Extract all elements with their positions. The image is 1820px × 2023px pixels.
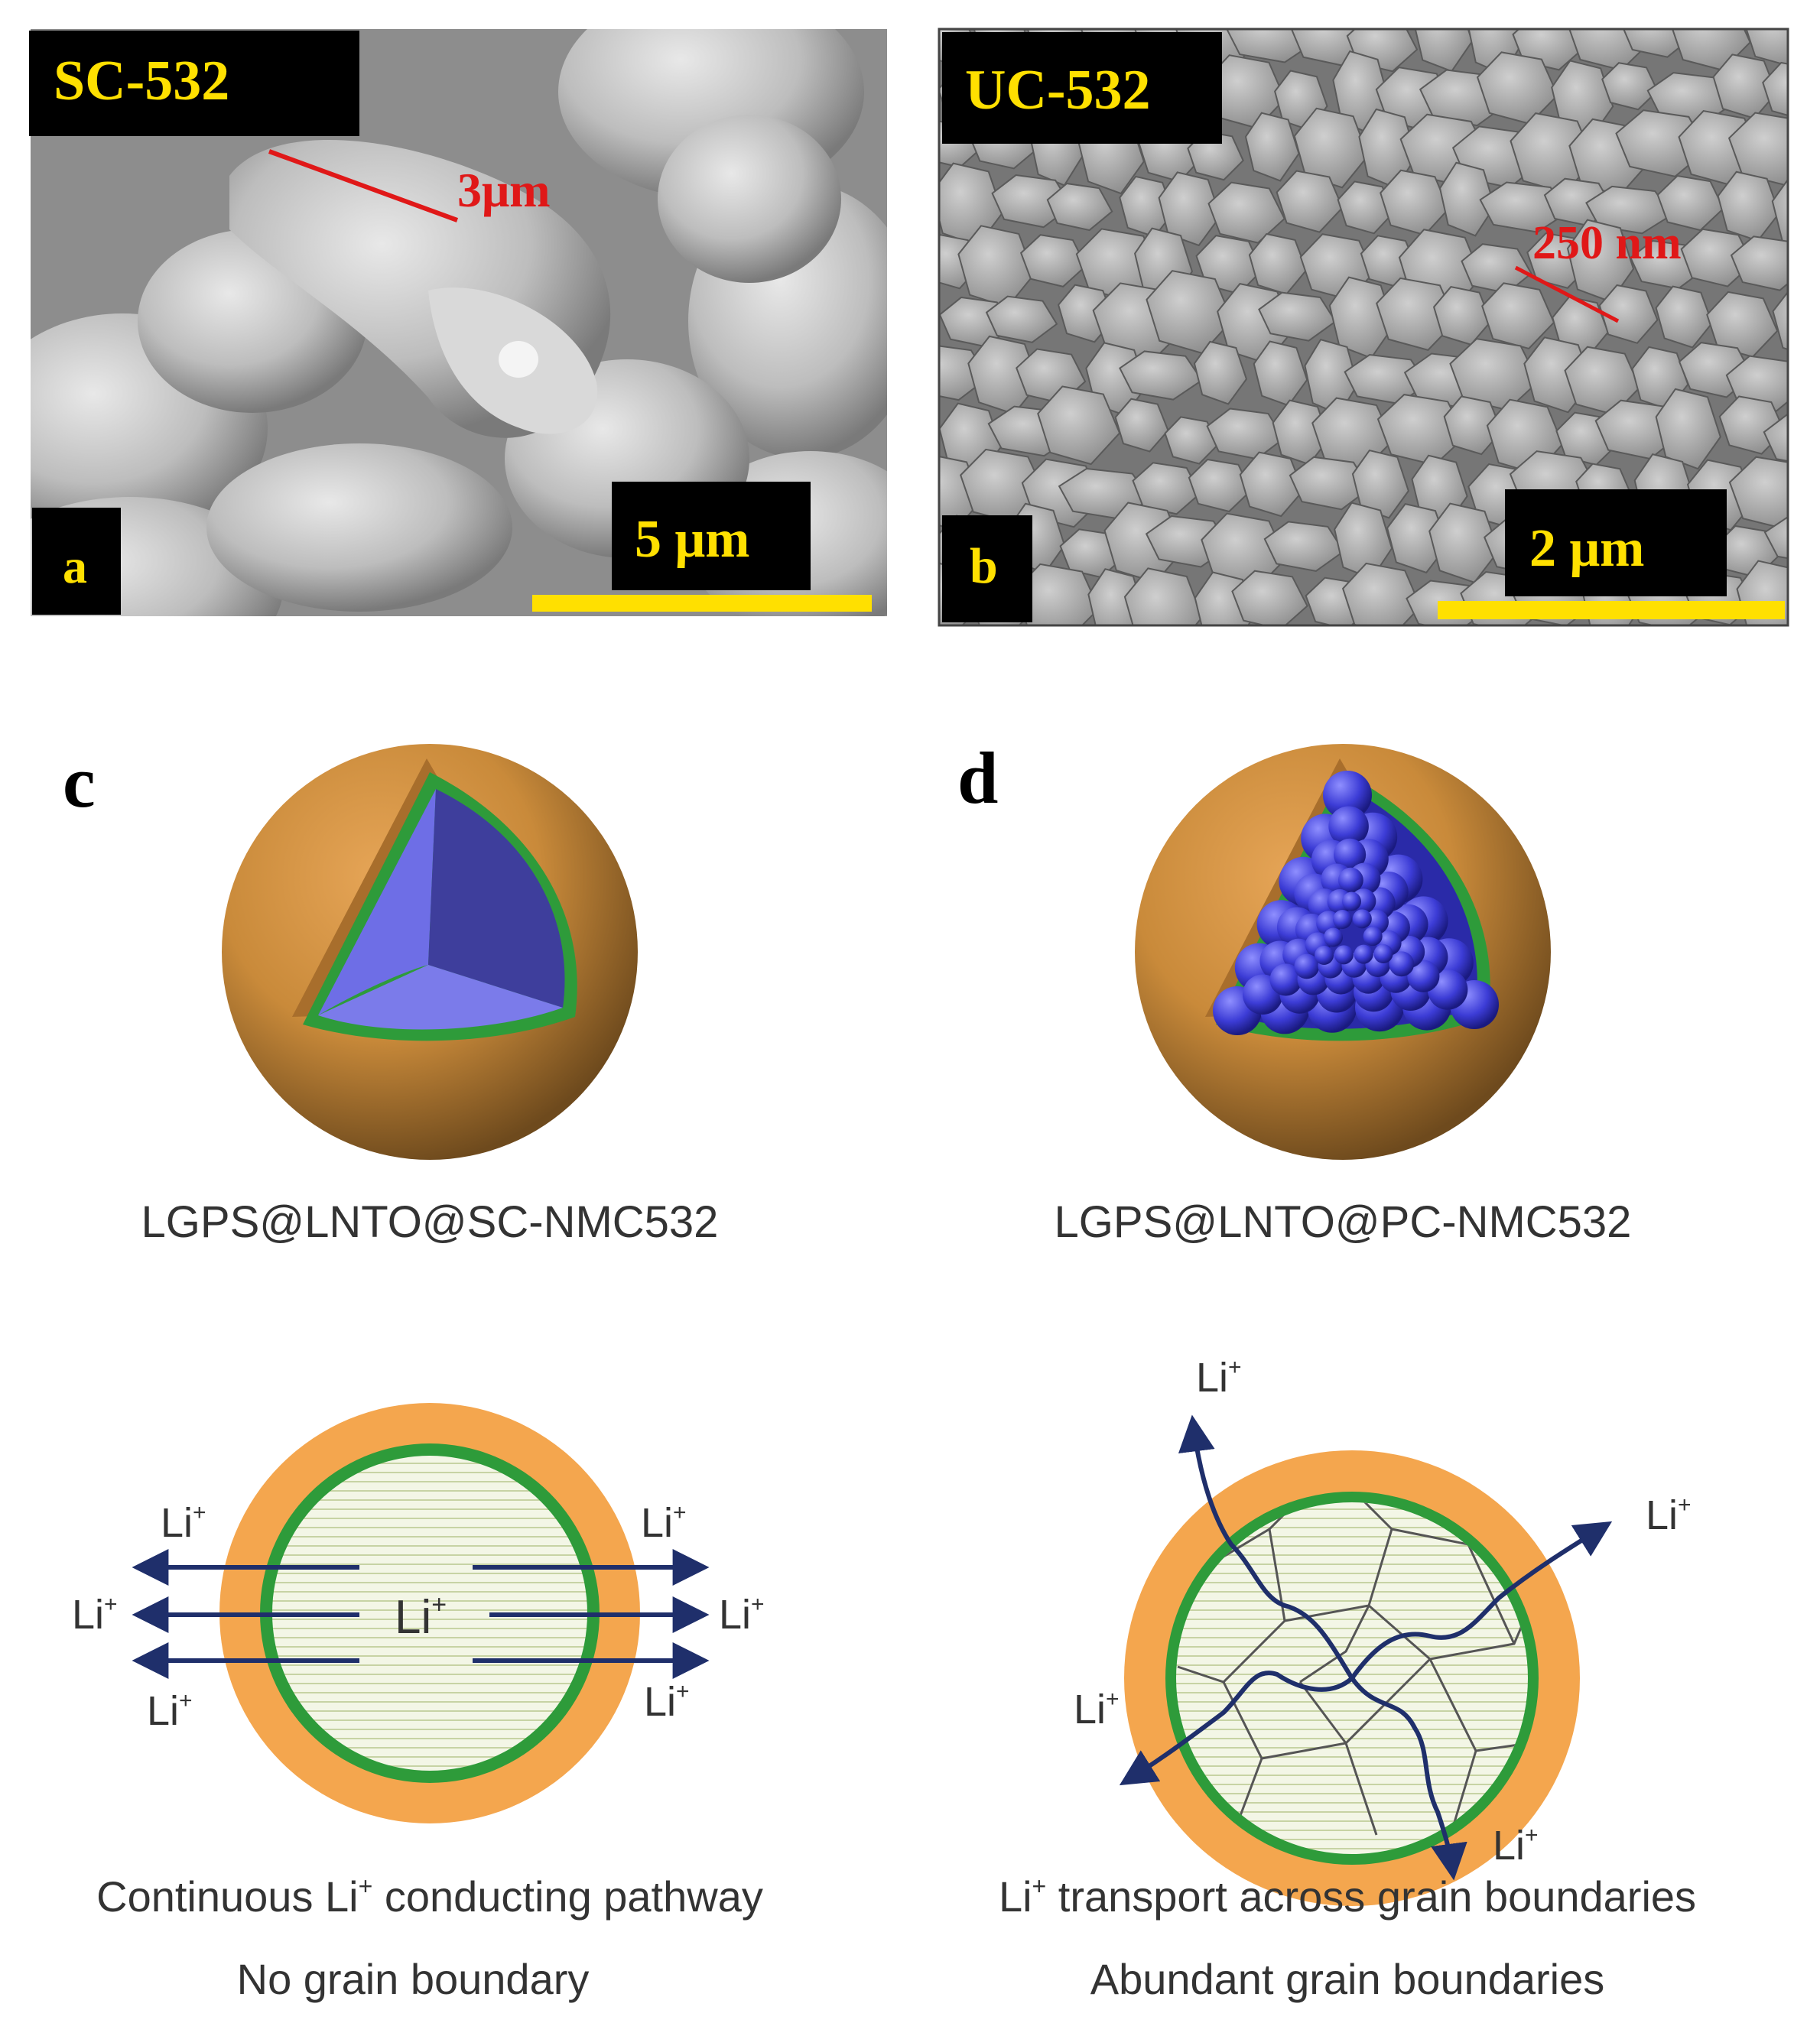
panel-d-cutaway-particle [1135, 744, 1551, 1160]
panel-a-sample-label: SC-532 [54, 50, 229, 112]
panel-c-section-core [272, 1456, 587, 1771]
panel-d-grain-bead [1315, 946, 1334, 965]
panel-b-scale-bar [1438, 601, 1785, 619]
panel-d-path-up-left [1178, 1414, 1354, 1680]
panel-b-grain [1231, 570, 1308, 625]
panel-b-grain [1730, 235, 1788, 291]
panel-b-grain [1772, 291, 1788, 351]
panel-d-letter: d [957, 737, 998, 819]
panel-c-letter: c [63, 741, 96, 823]
panel-d-grain-bead [1269, 963, 1302, 996]
panel-a-sem-image: SC-532 3μm a 5 μm [29, 29, 887, 616]
panel-c-li-label: Li+ [719, 1592, 765, 1638]
panel-d-grain-bead [1334, 838, 1367, 871]
panel-a-feature-label: 3μm [457, 163, 551, 217]
panel-d-grain-bead [1342, 891, 1361, 911]
panel-b-sample-label: UC-532 [965, 59, 1151, 122]
panel-d-grain-bead [1324, 927, 1343, 947]
panel-b-grain [1763, 413, 1788, 463]
panel-c-li-label: Li+ [147, 1688, 193, 1734]
panel-b-feature-label: 250 nm [1532, 217, 1682, 269]
panel-b-grain [1253, 340, 1308, 407]
panel-d-grain-bead [1352, 909, 1372, 929]
panel-d-li-label: Li+ [1074, 1687, 1120, 1732]
panel-d-cross-section: Li+ Li+ Li+ Li+ [1074, 1355, 1692, 1906]
panel-d-grain-bead [1333, 910, 1352, 929]
panel-c-particle-caption: LGPS@LNTO@SC-NMC532 [141, 1197, 719, 1247]
panel-c-caption-line1: Continuous Li+ conducting pathway [96, 1872, 763, 1921]
panel-b-grain [1728, 456, 1788, 531]
panel-d-li-label: Li+ [1646, 1492, 1692, 1538]
panel-d-grain-bead [1354, 944, 1373, 964]
panel-c-cross-section: Li+ Li+ Li+ Li+ Li+ Li+ Li+ [72, 1403, 765, 1823]
panel-d-li-label: Li+ [1196, 1355, 1242, 1401]
panel-b-grain [985, 295, 1058, 343]
panel-b-grain [1207, 181, 1285, 244]
panel-d-particle-caption: LGPS@LNTO@PC-NMC532 [1055, 1197, 1632, 1247]
panel-d-grain-bead [1373, 944, 1393, 963]
panel-c-li-label: Li+ [161, 1500, 206, 1546]
panel-b-scale-bar-label: 2 μm [1529, 519, 1645, 578]
panel-d-grain-bead [1407, 960, 1440, 992]
panel-a-scale-bar [532, 595, 872, 612]
panel-d-caption-line1: Li+ transport across grain boundaries [999, 1872, 1696, 1921]
panel-d-grain-bead [1294, 953, 1320, 979]
panel-a-scale-bar-label: 5 μm [635, 510, 750, 569]
panel-b-grain [1193, 340, 1248, 405]
panel-d-grains-cluster [1213, 771, 1499, 1035]
panel-d-path-down-left [1119, 1671, 1354, 1786]
panel-d-grain-bead [1328, 806, 1369, 847]
panel-d-path-down [1350, 1677, 1467, 1881]
panel-a-letter: a [63, 539, 87, 593]
panel-b-grain [1566, 219, 1635, 303]
panel-b-grain [1461, 243, 1532, 294]
panel-d-li-label: Li+ [1493, 1823, 1539, 1869]
panel-c-li-center-label: Li+ [395, 1590, 447, 1644]
panel-b-measure-line [1514, 265, 1620, 323]
panel-d-grain-bead [1323, 771, 1372, 820]
panel-d-grain-bead [1389, 951, 1415, 977]
panel-b-grain [1763, 515, 1788, 560]
panel-b-letter: b [970, 538, 998, 594]
panel-c-li-label: Li+ [644, 1679, 690, 1725]
panel-b-grain [1762, 61, 1788, 116]
panel-c-caption-line2: No grain boundary [237, 1955, 590, 2003]
panel-a-measure-line [268, 149, 459, 222]
panel-c-li-label: Li+ [72, 1592, 118, 1638]
panel-d-grain-bead [1334, 945, 1354, 965]
panel-d-grain-bead [1338, 867, 1363, 893]
panel-c-cutaway-particle [222, 744, 638, 1160]
panel-b-grain [1745, 29, 1788, 67]
panel-d-grain-bead [1363, 927, 1383, 947]
panel-b-sem-image: UC-532 250 nm b 2 μm [938, 28, 1789, 627]
panel-b-grain [1598, 284, 1659, 344]
panel-d-caption-line2: Abundant grain boundaries [1090, 1955, 1605, 2003]
panel-d-path-right [1350, 1521, 1613, 1680]
panel-b-grain [1046, 182, 1113, 232]
panel-c-li-label: Li+ [641, 1500, 687, 1546]
